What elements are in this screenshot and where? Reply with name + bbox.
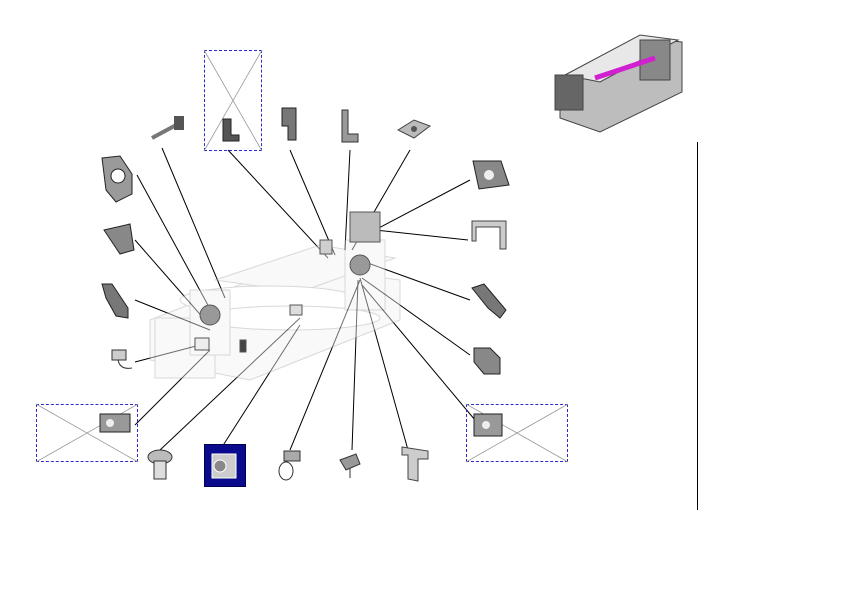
screw-icon[interactable] bbox=[146, 447, 178, 483]
angle-plate-icon[interactable] bbox=[398, 443, 434, 483]
sensor-icon[interactable] bbox=[276, 447, 306, 483]
connector-icon[interactable] bbox=[110, 348, 136, 374]
lever-icon[interactable] bbox=[278, 106, 304, 142]
side-plate-icon[interactable] bbox=[470, 219, 510, 253]
bracket-icon[interactable] bbox=[470, 344, 506, 378]
u-frame-icon[interactable] bbox=[471, 157, 511, 191]
arm-icon-1[interactable] bbox=[100, 220, 140, 260]
divider-line bbox=[697, 142, 698, 510]
side-frame-icon[interactable] bbox=[394, 116, 434, 142]
arm-icon-2[interactable] bbox=[98, 280, 134, 322]
connector-assembly-icon-right[interactable] bbox=[470, 408, 510, 442]
bracket-plate-icon[interactable] bbox=[215, 115, 245, 145]
pin-icon[interactable] bbox=[148, 114, 188, 144]
bearing-icon[interactable] bbox=[204, 444, 246, 487]
placeholder-box-right bbox=[466, 404, 568, 462]
clip-icon[interactable] bbox=[336, 450, 366, 480]
connector-assembly-icon-left[interactable] bbox=[96, 408, 136, 438]
placeholder-box-left bbox=[36, 404, 138, 462]
gear-bracket-icon[interactable] bbox=[98, 154, 138, 214]
arm-icon-3[interactable] bbox=[470, 282, 510, 322]
selected-part-highlight[interactable] bbox=[204, 444, 246, 487]
flat-spring-icon[interactable] bbox=[336, 108, 362, 146]
placeholder-box-top bbox=[204, 50, 262, 151]
